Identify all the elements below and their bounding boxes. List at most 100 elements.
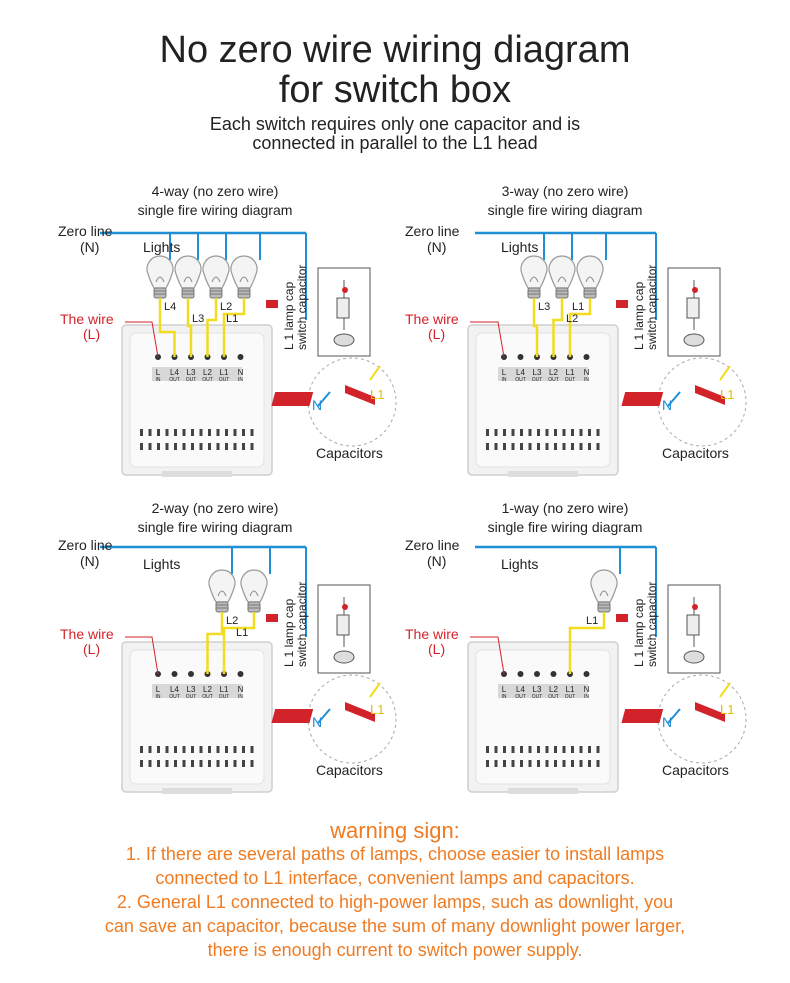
- terminal-screw: [188, 671, 194, 677]
- terminal-sub-label: IN: [584, 694, 589, 700]
- wiring-diagram-graphic: [467, 231, 747, 477]
- terminal-label: L1: [219, 685, 229, 694]
- n-terminal-label: N: [662, 397, 673, 413]
- terminal-sub-label: IN: [238, 694, 243, 700]
- capacitor-block-icon: [345, 385, 375, 405]
- title-line-1: No zero wire wiring diagram: [159, 29, 631, 71]
- light-bulb-icon: [208, 569, 236, 613]
- zero-line-label: Zero line: [405, 537, 460, 553]
- lights-label: Lights: [501, 239, 539, 255]
- light-bulb-icon: [520, 255, 548, 299]
- subtitle-line-1: Each switch requires only one capacitor …: [209, 114, 581, 134]
- terminal-sub-label: OUT: [515, 694, 526, 700]
- light-bulb-icon: [576, 255, 604, 299]
- wiring-diagram-graphic: [100, 545, 397, 794]
- terminal-screw: [534, 671, 540, 677]
- live-leader-line: [125, 321, 159, 358]
- terminal-sub-label: OUT: [515, 377, 526, 383]
- lights-label: Lights: [501, 556, 539, 572]
- l1-terminal-label: L1: [370, 387, 385, 402]
- terminal-sub-label: IN: [501, 377, 507, 383]
- live-wire-label: The wire: [60, 626, 114, 642]
- live-wire-label: The wire: [405, 626, 459, 642]
- terminal-sub-label: OUT: [218, 694, 230, 700]
- terminal-label: N: [237, 368, 244, 377]
- live-l-label: (L): [428, 641, 446, 657]
- cap-vertical-label-2: switch capacitor: [295, 264, 309, 350]
- warning-title: warning sign:: [330, 818, 460, 843]
- capacitors-label: Capacitors: [316, 445, 383, 461]
- wiring-diagram-graphic: [467, 545, 747, 794]
- capacitor-small: [266, 614, 278, 622]
- live-wire: [222, 298, 246, 357]
- wire-label: L2: [226, 615, 239, 627]
- wire-label: L1: [226, 313, 239, 325]
- wiring-panel-1: 4-way (no zero wire)single fire wiring d…: [0, 180, 397, 510]
- capacitors-label: Capacitors: [662, 762, 729, 778]
- terminal-label: N: [583, 368, 590, 377]
- terminal-label: L: [155, 368, 161, 377]
- wire-label: L2: [566, 313, 579, 325]
- panel-title-line-1: 4-way (no zero wire): [151, 183, 279, 199]
- terminal-label: L1: [565, 368, 575, 377]
- terminal-sub-label: OUT: [169, 377, 180, 383]
- capacitor-block-icon: [345, 702, 375, 722]
- l1-terminal-label: L1: [370, 702, 385, 717]
- light-bulb-icon: [230, 255, 258, 299]
- capacitor-small: [266, 300, 278, 308]
- terminal-label: L2: [549, 685, 558, 694]
- capacitors-label: Capacitors: [662, 445, 729, 461]
- zero-line-label: Zero line: [58, 223, 113, 239]
- live-wire: [568, 612, 606, 674]
- live-wire: [552, 298, 564, 357]
- neutral-label: (N): [427, 553, 447, 569]
- terminal-sub-label: OUT: [531, 694, 543, 700]
- live-wire: [222, 612, 256, 674]
- terminal-sub-label: OUT: [548, 694, 559, 700]
- live-l-label: (L): [83, 326, 101, 342]
- terminal-sub-label: OUT: [564, 694, 576, 700]
- panel-title-line-2: single fire wiring diagram: [487, 202, 643, 218]
- terminal-sub-label: OUT: [185, 377, 197, 383]
- wire-label: L2: [220, 301, 233, 313]
- terminal-screw: [237, 671, 244, 677]
- capacitor-block-icon: [695, 385, 725, 405]
- panel-title-line-2: single fire wiring diagram: [487, 519, 643, 535]
- terminal-sub-label: OUT: [531, 377, 543, 383]
- terminal-label: L3: [532, 368, 542, 377]
- live-wire: [186, 298, 193, 357]
- terminal-sub-label: IN: [584, 377, 589, 383]
- terminal-label: N: [237, 685, 244, 694]
- terminal-sub-label: IN: [238, 377, 243, 383]
- wire-label: L1: [586, 615, 599, 627]
- terminal-sub-label: OUT: [169, 694, 180, 700]
- light-bulb-icon: [240, 569, 268, 613]
- warning-line-5: there is enough current to switch power …: [207, 940, 583, 960]
- warning-line-1: 1. If there are several paths of lamps, …: [125, 844, 665, 864]
- terminal-label: L4: [516, 685, 525, 694]
- terminal-sub-label: IN: [155, 694, 161, 700]
- wire-label: L4: [164, 301, 177, 313]
- live-leader-line: [470, 321, 505, 358]
- neutral-label: (N): [80, 553, 100, 569]
- switch-panel: [467, 641, 619, 794]
- switch-panel: [121, 641, 273, 794]
- terminal-label: L: [155, 685, 161, 694]
- live-l-label: (L): [428, 326, 446, 342]
- terminal-screw: [550, 671, 557, 677]
- terminal-label: L1: [219, 368, 229, 377]
- capacitors-label: Capacitors: [316, 762, 383, 778]
- terminal-sub-label: OUT: [202, 377, 213, 383]
- live-wire: [532, 298, 539, 357]
- switch-panel: [467, 324, 619, 477]
- zero-line-label: Zero line: [58, 537, 113, 553]
- live-l-label: (L): [83, 641, 101, 657]
- neutral-label: (N): [80, 239, 100, 255]
- live-wire-label: The wire: [405, 311, 459, 327]
- terminal-screw: [237, 354, 244, 360]
- terminal-label: L3: [186, 368, 196, 377]
- zero-line-label: Zero line: [405, 223, 460, 239]
- terminal-sub-label: IN: [501, 694, 507, 700]
- wire-label: L1: [572, 301, 585, 313]
- cap-vertical-label-2: switch capacitor: [645, 264, 659, 350]
